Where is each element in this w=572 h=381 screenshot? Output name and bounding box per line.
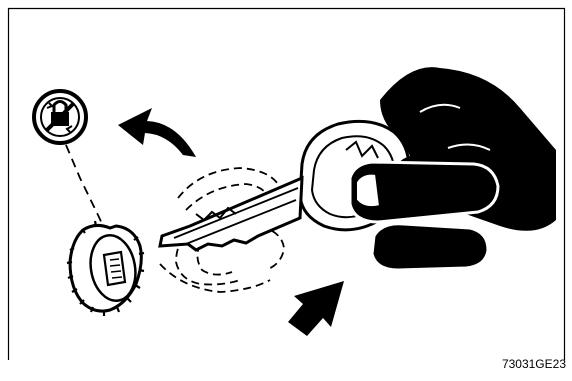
figure-code: 73031GE23 <box>501 357 566 371</box>
figure-border <box>7 7 566 360</box>
padlock-crossed-icon <box>32 89 88 145</box>
hand-icon <box>345 67 556 272</box>
straight-arrow-icon <box>288 281 344 336</box>
fuel-cap-icon <box>66 220 145 316</box>
dashed-leader-line <box>65 144 105 229</box>
curved-arrow-icon <box>118 108 196 157</box>
